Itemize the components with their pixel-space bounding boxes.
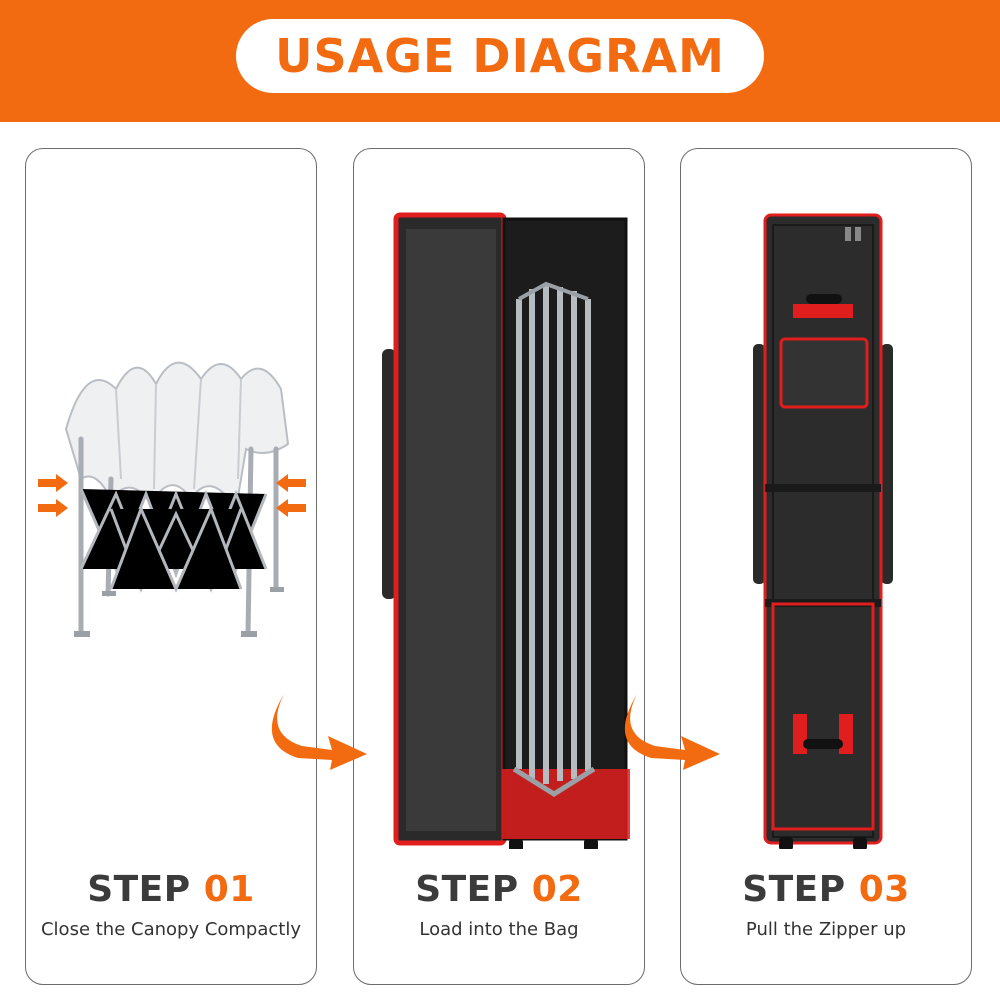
- step-2-caption: Load into the Bag: [419, 919, 579, 940]
- step-3-heading: STEP 03: [681, 869, 971, 910]
- open-bag-illustration: [382, 212, 630, 849]
- folded-canopy-illustration: [38, 361, 306, 637]
- header-banner: USAGE DIAGRAM: [0, 0, 1000, 122]
- curved-arrow-icon: [271, 694, 367, 770]
- step-2-heading: STEP 02: [354, 869, 644, 910]
- step-1-caption: Close the Canopy Compactly: [40, 919, 301, 940]
- step-3-word: STEP: [742, 869, 846, 910]
- closed-bag-illustration: [753, 213, 893, 849]
- step-panel-1: STEP 01 Close the Canopy Compactly: [25, 148, 317, 985]
- title-pill: USAGE DIAGRAM: [236, 19, 764, 93]
- step-panel-3: STEP 03 Pull the Zipper up: [680, 148, 972, 985]
- step-1-word: STEP: [87, 869, 191, 910]
- step-3-caption: Pull the Zipper up: [745, 919, 907, 940]
- step-1-heading: STEP 01: [26, 869, 316, 910]
- step-panel-2: STEP 02 Load into the Bag: [353, 148, 645, 985]
- curved-arrow-icon: [624, 694, 720, 770]
- compress-arrows: [38, 474, 306, 517]
- step-1-number: 01: [203, 869, 255, 910]
- step-2-word: STEP: [415, 869, 519, 910]
- step-3-number: 03: [858, 869, 910, 910]
- step-2-number: 02: [531, 869, 583, 910]
- page-title: USAGE DIAGRAM: [275, 29, 725, 83]
